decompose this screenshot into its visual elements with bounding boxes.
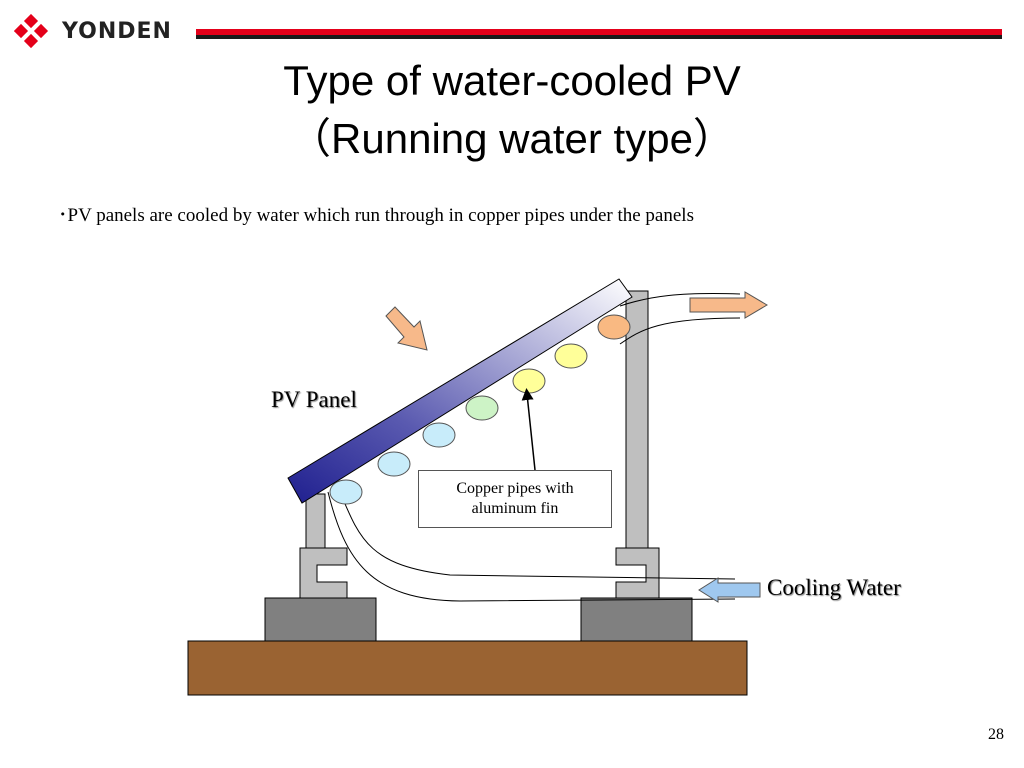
water-flow-out-lower	[619, 317, 741, 345]
sunlight-arrow	[385, 306, 428, 351]
copper-pipes-label-line-1: Copper pipes with	[456, 480, 574, 497]
title-line-2: （Running water type）	[289, 115, 735, 162]
copper-pipe	[465, 395, 499, 421]
outflow-arrow	[689, 291, 768, 319]
right-bracket	[615, 547, 660, 599]
copper-pipes-label: Copper pipes with aluminum fin	[418, 470, 612, 528]
title-line-1: Type of water-cooled PV	[283, 57, 741, 104]
pipe-pointer-line	[521, 388, 536, 471]
copper-pipe	[422, 422, 456, 448]
bullet-text: ･PV panels are cooled by water which run…	[58, 205, 694, 226]
yonden-logo: YONDEN	[14, 14, 204, 54]
copper-pipe	[329, 479, 363, 505]
left-base	[264, 597, 377, 642]
left-post	[305, 493, 326, 549]
pv-panel	[287, 278, 633, 504]
water-flow-out-upper	[619, 293, 741, 307]
copper-pipe	[377, 451, 411, 477]
logo-text: YONDEN	[62, 19, 172, 44]
page-title: Type of water-cooled PV （Running water t…	[0, 52, 1024, 168]
copper-pipe	[512, 368, 546, 394]
cooling-water-label: Cooling Water	[767, 575, 901, 600]
copper-pipes-label-line-2: aluminum fin	[471, 500, 559, 517]
page-number: 28	[988, 726, 1004, 743]
copper-pipe	[554, 343, 588, 369]
water-flow-upper	[339, 491, 736, 580]
copper-pipes	[329, 314, 631, 505]
pv-panel-label: PV Panel	[271, 387, 357, 412]
inflow-arrow	[698, 577, 761, 603]
logo-mark-icon	[14, 14, 49, 49]
header-rule	[196, 29, 1002, 39]
left-bracket	[299, 547, 348, 599]
ground	[187, 640, 748, 696]
copper-pipe	[597, 314, 631, 340]
water-flow-lower	[327, 491, 736, 602]
right-base	[580, 597, 693, 642]
